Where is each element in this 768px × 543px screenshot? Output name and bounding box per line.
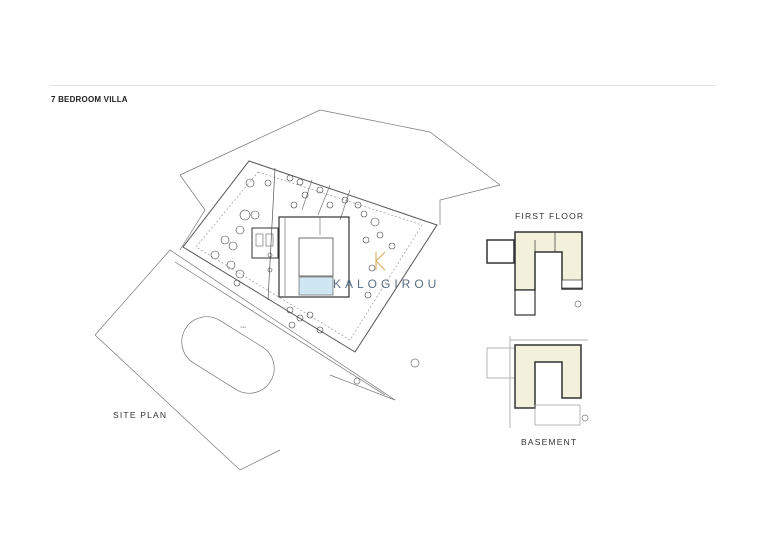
site-plan: [94, 109, 501, 471]
basement-label: BASEMENT: [521, 437, 578, 447]
north-arrow-site: [410, 358, 420, 368]
plot-boundary: [182, 160, 438, 353]
first-floor-plan: [486, 231, 583, 316]
courtyard: [298, 237, 334, 277]
trees: [210, 174, 396, 334]
page-title: 7 BEDROOM VILLA: [51, 95, 128, 104]
surrounding-boundary-left: [179, 174, 206, 251]
road-label: road: [240, 325, 246, 329]
turning-oval: [181, 316, 275, 394]
basement-plan: [486, 336, 589, 428]
garage: [251, 227, 279, 259]
road-edge-upper: [94, 249, 396, 401]
road-edge-lower: [94, 334, 281, 471]
house-outline: [278, 216, 350, 298]
watermark-text: KALOGIROU: [333, 277, 441, 291]
road-edge-inner: [174, 261, 386, 396]
surrounding-boundary: [179, 109, 501, 186]
watermark-logo: [375, 251, 386, 271]
first-floor-label: FIRST FLOOR: [515, 211, 585, 221]
header-divider: [50, 85, 716, 86]
site-plan-label: SITE PLAN: [113, 410, 168, 420]
pool: [298, 276, 334, 296]
